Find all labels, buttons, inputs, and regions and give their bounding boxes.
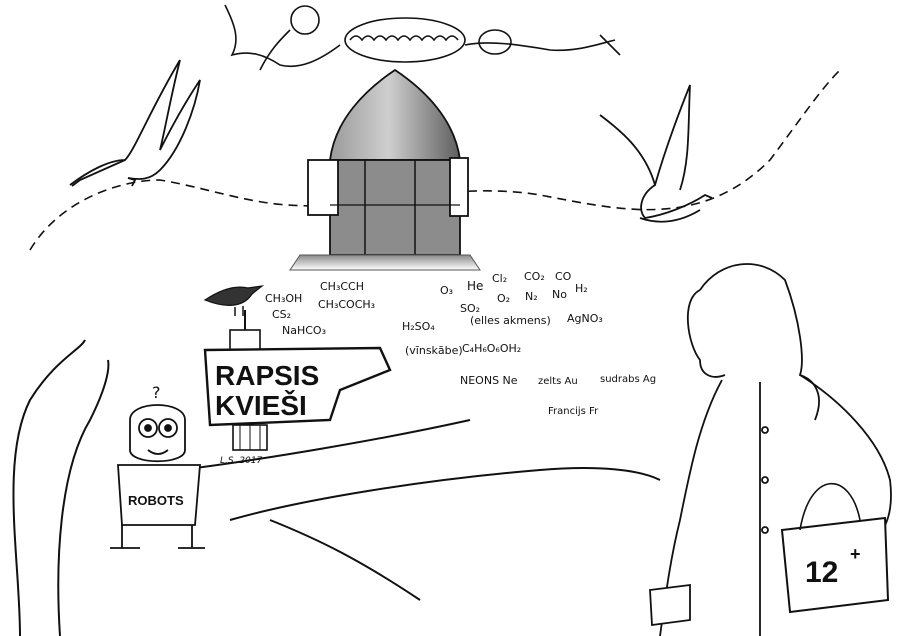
robot-question-mark: ? — [152, 383, 161, 402]
flying-figures-wreath — [224, 4, 621, 71]
road — [12, 339, 661, 636]
bird-left — [69, 59, 201, 187]
formula-h2: H₂ — [575, 282, 588, 295]
formula-agno3: AgNO₃ — [567, 312, 603, 325]
age-rating-number: 12 — [805, 556, 838, 589]
formula-he: He — [467, 279, 483, 293]
flight-path — [29, 69, 841, 251]
label-elles-akmens: (elles akmens) — [470, 314, 551, 327]
signpost-line-rapsis: RAPSIS — [215, 360, 319, 391]
bird-right — [599, 84, 713, 223]
formula-o2: O₂ — [497, 292, 510, 305]
formula-co2: CO₂ — [524, 270, 545, 283]
signpost — [203, 310, 392, 451]
formula-ch3oh: CH₃OH — [265, 292, 302, 305]
rocket-capsule — [289, 68, 481, 271]
robot — [110, 404, 205, 549]
formula-ch3coch3: CH₃COCH₃ — [318, 298, 375, 311]
formula-nahco3: NaHCO₃ — [282, 324, 326, 337]
formula-no: No — [552, 288, 567, 301]
formula-h2so4: H₂SO₄ — [402, 320, 435, 333]
element-francijs: Francijs Fr — [548, 406, 599, 417]
formula-o3: O₃ — [440, 284, 453, 297]
formula-cl2: Cl₂ — [492, 272, 507, 285]
element-zelts: zelts Au — [538, 376, 578, 387]
formula-co: CO — [555, 270, 572, 283]
formula-ch3cch: CH₃CCH — [320, 280, 364, 293]
crow — [203, 285, 265, 316]
robot-label: ROBOTS — [128, 493, 184, 508]
shopping-bag — [780, 482, 890, 614]
formula-tartaric: C₄H₆O₆OH₂ — [462, 342, 521, 355]
formula-so2: SO₂ — [460, 302, 480, 315]
element-neons: NEONS Ne — [460, 374, 518, 387]
label-vinskabe: (vīnskābe) — [405, 344, 463, 357]
age-rating-plus: + — [850, 544, 861, 564]
formula-n2: N₂ — [525, 290, 538, 303]
artist-signature: L.S. 2017 — [220, 456, 262, 466]
woman-figure — [649, 263, 892, 636]
signpost-line-kviesi: KVIEŠI — [215, 389, 307, 421]
element-sudrabs: sudrabs Ag — [600, 374, 656, 385]
formula-cs2: CS₂ — [272, 308, 291, 321]
